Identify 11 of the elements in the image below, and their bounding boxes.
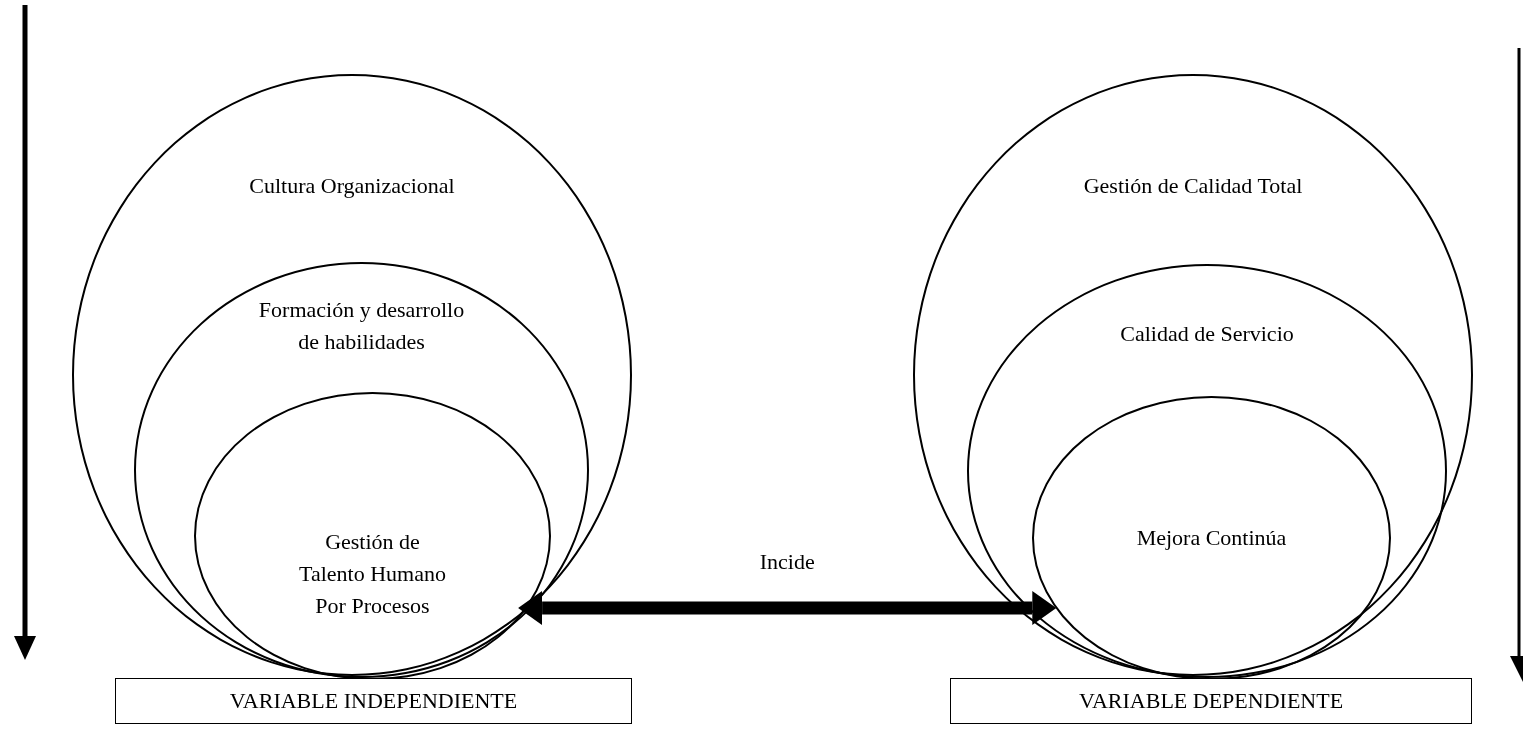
variable-box (950, 678, 1472, 724)
node-label: Formación y desarrollo de habilidades (257, 296, 466, 356)
variable-box (115, 678, 632, 724)
node-label: Gestión de Talento Humano Por Procesos (298, 528, 447, 620)
node-label: VARIABLE INDEPENDIENTE (229, 688, 518, 714)
node-label: Cultura Organizacional (248, 172, 456, 200)
node-label: VARIABLE DEPENDIENTE (1078, 688, 1344, 714)
node-label: Gestión de Calidad Total (1082, 172, 1304, 200)
node-label: Calidad de Servicio (1119, 320, 1295, 348)
double-arrow (518, 591, 1057, 625)
node-label: Mejora Continúa (1135, 524, 1288, 552)
